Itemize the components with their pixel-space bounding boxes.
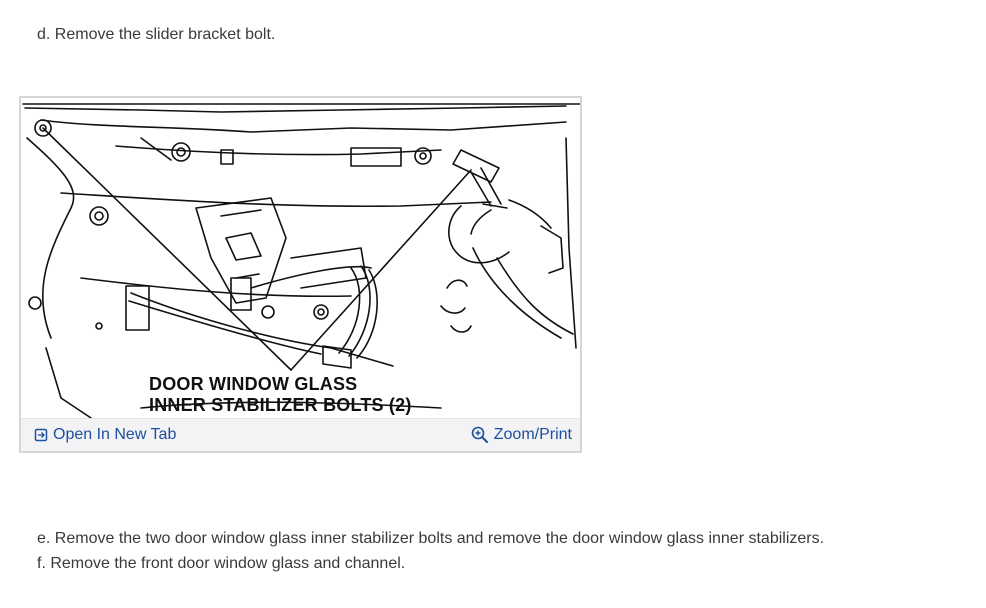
caption-line-2: INNER STABILIZER BOLTS (2) — [149, 395, 412, 415]
zoom-in-icon — [471, 426, 489, 444]
diagram-figure: DOOR WINDOW GLASS INNER STABILIZER BOLTS… — [19, 96, 582, 453]
open-new-tab-icon — [34, 428, 48, 442]
open-in-new-tab-link[interactable]: Open In New Tab — [34, 426, 176, 444]
door-line-drawing — [22, 103, 580, 419]
zoom-print-label: Zoom/Print — [493, 426, 572, 443]
step-f-text: f. Remove the front door window glass an… — [37, 555, 406, 572]
door-window-diagram: DOOR WINDOW GLASS INNER STABILIZER BOLTS… — [21, 98, 580, 420]
step-e-text: e. Remove the two door window glass inne… — [37, 530, 825, 547]
zoom-print-link[interactable]: Zoom/Print — [471, 426, 572, 444]
step-d-text: d. Remove the slider bracket bolt. — [37, 26, 276, 43]
figure-caption: DOOR WINDOW GLASS INNER STABILIZER BOLTS… — [149, 374, 412, 416]
figure-toolbar: Open In New Tab Zoom/Print — [21, 418, 580, 451]
caption-line-1: DOOR WINDOW GLASS — [149, 374, 358, 394]
open-in-new-tab-label: Open In New Tab — [53, 426, 177, 443]
